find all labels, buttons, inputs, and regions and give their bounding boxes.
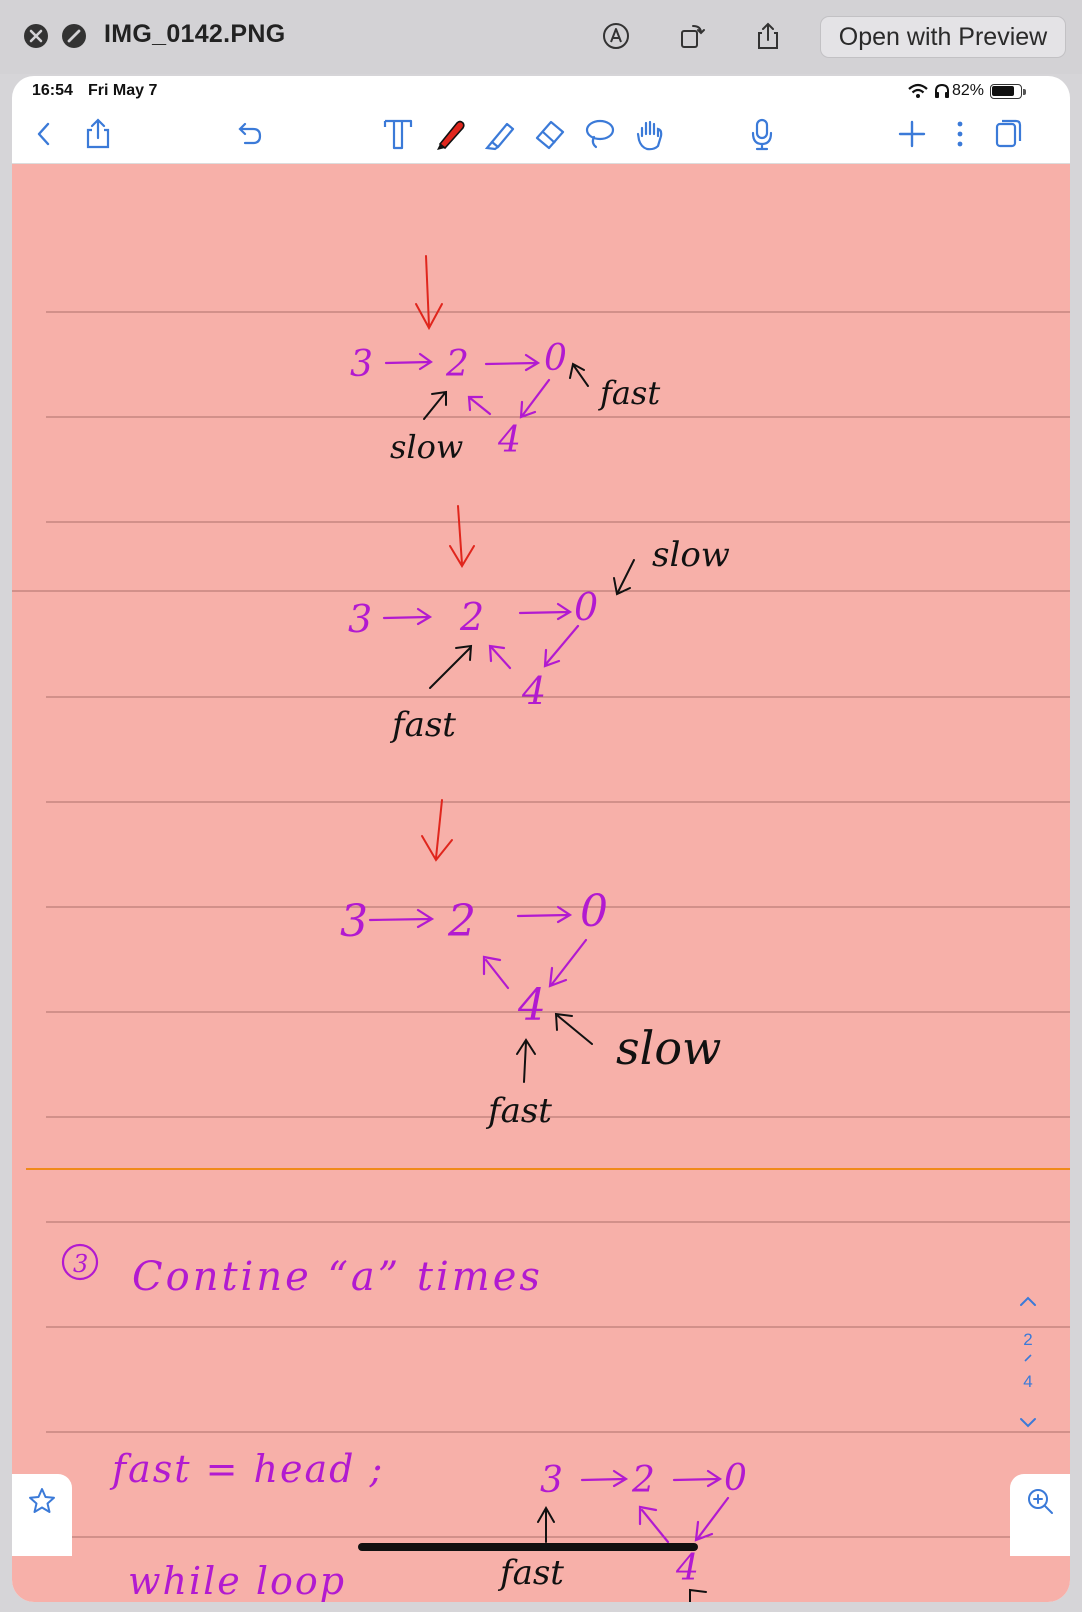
current-page: 2 [1023,1330,1033,1349]
close-icon[interactable] [20,20,52,52]
notes-toolbar [12,106,1070,164]
d2-node-0: 0 [574,585,598,629]
markup-icon[interactable] [600,20,632,52]
d1-node-2: 2 [445,344,469,385]
d2-fast-label: fast [389,705,456,745]
status-time: 16:54 [32,82,73,99]
quicklook-titlebar: IMG_0142.PNG Open with Preview [0,0,1082,74]
more-options-icon[interactable] [940,114,980,154]
d1-fast-label: fast [598,374,660,412]
handwriting-canvas: 3 2 0 4 fast slow [12,255,1070,1602]
add-page-icon[interactable] [892,114,932,154]
headphones-icon [935,83,949,98]
microphone-icon[interactable] [742,114,782,154]
d1-node-0: 0 [544,338,567,379]
total-pages: 4 [1023,1372,1033,1391]
d4-fast-label: fast [497,1553,564,1593]
d1-node-3: 3 [350,344,373,385]
wifi-icon [908,83,928,98]
d3-fast-label: fast [485,1091,552,1131]
d2-node-3: 3 [348,597,372,641]
chevron-up-icon[interactable] [1018,1294,1038,1308]
page-navigator: 2 4 [1008,1294,1048,1444]
d1-red-arrow [415,255,443,331]
home-indicator[interactable] [358,1543,698,1551]
status-bar: 16:54 Fri May 7 82% [12,76,1070,106]
undo-icon[interactable] [228,114,268,154]
d4-node-4: 4 [675,1548,699,1589]
battery-icon [990,84,1022,99]
hand-tool-icon[interactable] [630,114,670,154]
d1-node-4: 4 [497,420,521,461]
d3-node-4: 4 [517,980,546,1031]
d3-node-2: 2 [447,896,476,947]
export-icon[interactable] [78,114,118,154]
code-line-2: while loop [128,1559,346,1602]
step-number: 3 [73,1250,88,1278]
code-line-1: fast = head ; [109,1447,384,1491]
status-date: Fri May 7 [88,82,158,99]
open-with-preview-button[interactable]: Open with Preview [820,16,1066,58]
d4-node-2: 2 [631,1460,655,1501]
d2-node-2: 2 [459,595,484,639]
rotate-icon[interactable] [676,20,708,52]
file-title: IMG_0142.PNG [104,20,286,48]
d1-slow-label: slow [390,428,463,466]
star-icon [29,1488,55,1513]
step-text: Contine “a” times [132,1254,543,1300]
battery-tip [1023,89,1026,95]
favorite-button[interactable] [12,1474,72,1556]
lasso-tool-icon[interactable] [580,114,620,154]
pages-overview-icon[interactable] [988,114,1028,154]
zoom-in-icon [1028,1489,1053,1514]
text-tool-icon[interactable] [378,114,418,154]
ruled-lines [12,311,1070,1538]
page-separator [1024,1354,1032,1362]
ipad-screen: 16:54 Fri May 7 82% [12,76,1070,1602]
d3-node-3: 3 [340,896,368,947]
d3-node-0: 0 [580,886,608,937]
zoom-button[interactable] [1010,1474,1070,1556]
share-icon[interactable] [752,20,784,52]
pen-tool-icon[interactable] [430,114,470,154]
fullscreen-icon[interactable] [58,20,90,52]
d4-node-0: 0 [724,1458,747,1499]
chevron-down-icon[interactable] [1018,1416,1038,1430]
step-number-badge: 3 [61,1243,99,1281]
back-chevron-icon[interactable] [24,114,64,154]
battery-percent: 82% [952,82,985,99]
eraser-tool-icon[interactable] [530,114,570,154]
d2-node-4: 4 [521,669,546,713]
highlighter-tool-icon[interactable] [480,114,520,154]
d4-node-3: 3 [540,1460,563,1501]
d3-slow-label: slow [616,1021,721,1075]
note-page[interactable]: 3 2 0 4 fast slow [12,164,1070,1602]
d2-slow-label: slow [652,535,730,575]
